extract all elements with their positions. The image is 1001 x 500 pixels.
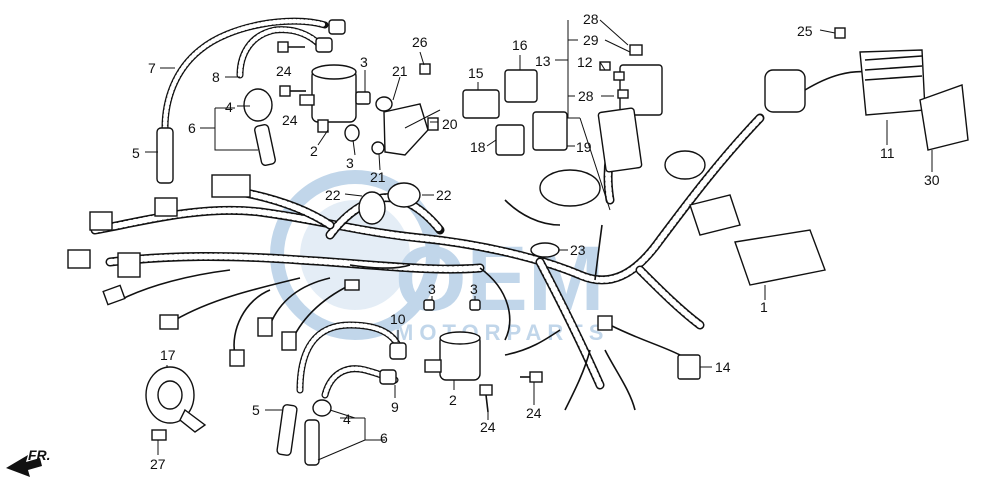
front-label: FR. — [28, 447, 51, 463]
callout-22-left: 22 — [325, 187, 341, 203]
callout-11: 11 — [880, 145, 895, 161]
callouts: 1 2 2 3 3 3 3 4 4 5 5 6 6 7 8 9 10 11 12… — [132, 11, 940, 472]
bolts-top — [277, 41, 306, 97]
callout-26: 26 — [412, 34, 428, 50]
relays — [462, 69, 568, 156]
callout-20: 20 — [442, 116, 458, 132]
connector-14 — [597, 315, 701, 380]
control-unit — [689, 194, 826, 286]
callout-4-bottom: 4 — [343, 411, 351, 427]
regulator-rectifier — [834, 27, 969, 151]
callout-10: 10 — [390, 311, 406, 327]
callout-28-top: 28 — [583, 11, 599, 27]
callout-4-top: 4 — [225, 99, 233, 115]
callout-24-d: 24 — [526, 405, 542, 421]
callout-23: 23 — [570, 242, 586, 258]
watermark: OEM MOTORPARTS — [270, 170, 605, 345]
harness-clamps — [358, 182, 421, 225]
grommet — [530, 242, 560, 258]
callout-3-a: 3 — [360, 54, 368, 70]
callout-14: 14 — [715, 359, 731, 375]
callout-21-bottom: 21 — [370, 169, 386, 185]
callout-16: 16 — [512, 37, 528, 53]
callout-18: 18 — [470, 139, 486, 155]
callout-13: 13 — [535, 53, 551, 69]
horn — [145, 366, 207, 441]
ignition-coil-bottom — [276, 321, 481, 466]
callout-5-top: 5 — [132, 145, 140, 161]
callout-29: 29 — [583, 32, 599, 48]
callout-17: 17 — [160, 347, 176, 363]
callout-1: 1 — [760, 299, 768, 315]
callout-8: 8 — [212, 69, 220, 85]
callout-12: 12 — [577, 54, 593, 70]
callout-6-top: 6 — [188, 120, 196, 136]
front-arrow-icon — [6, 455, 42, 477]
bolts-bottom — [479, 371, 543, 413]
collars-and-washers — [344, 63, 439, 156]
spark-plug-cables-top — [156, 17, 346, 184]
left-connectors — [67, 174, 360, 367]
ignition-coil-top — [299, 64, 357, 133]
callout-2-bottom: 2 — [449, 392, 457, 408]
callout-21-top: 21 — [392, 63, 408, 79]
callout-9: 9 — [391, 399, 399, 415]
callout-3-d: 3 — [470, 281, 478, 297]
leader-lines — [145, 19, 933, 461]
fuse-box — [597, 44, 663, 173]
callout-27: 27 — [150, 456, 166, 472]
cylinder-components — [539, 69, 871, 207]
callout-2-top: 2 — [310, 143, 318, 159]
callout-28-bottom: 28 — [578, 88, 594, 104]
callout-15: 15 — [468, 65, 484, 81]
front-direction: FR. — [6, 447, 51, 477]
callout-6-bottom: 6 — [380, 430, 388, 446]
callout-24-b: 24 — [282, 112, 298, 128]
callout-19: 19 — [576, 139, 592, 155]
callout-30: 30 — [924, 172, 940, 188]
callout-7: 7 — [148, 60, 156, 76]
callout-3-c: 3 — [428, 281, 436, 297]
callout-24-a: 24 — [276, 63, 292, 79]
callout-22-right: 22 — [436, 187, 452, 203]
callout-25: 25 — [797, 23, 813, 39]
callout-3-b: 3 — [346, 155, 354, 171]
callout-5-bottom: 5 — [252, 402, 260, 418]
callout-24-c: 24 — [480, 419, 496, 435]
